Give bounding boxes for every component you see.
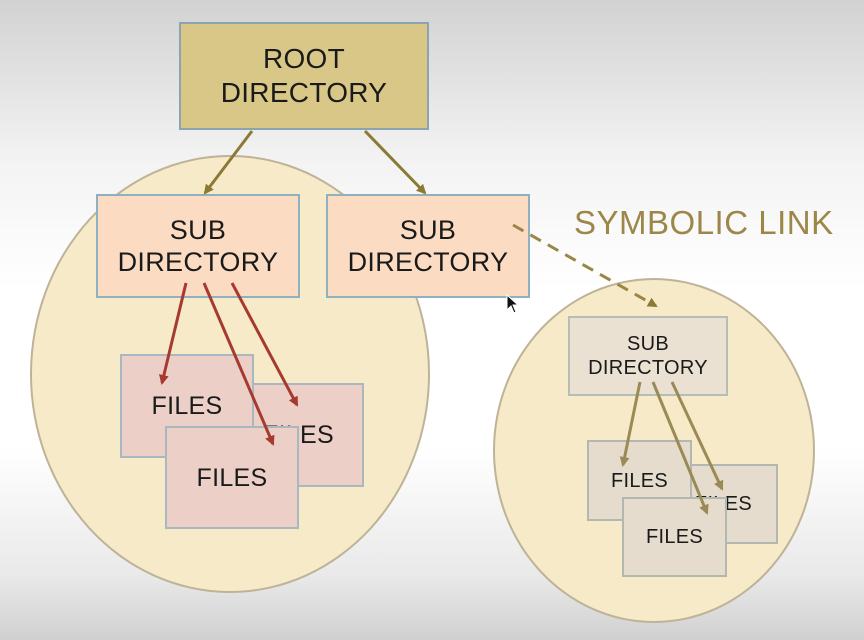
linked-sub-directory-box: SUB DIRECTORY [568,316,728,396]
right-files-front: FILES [622,497,727,577]
arrow-linked-sub-to-files-back [670,381,724,491]
left-files-mid-label: FILES [151,392,223,420]
arrow-sub-left-to-files-mid [159,282,188,385]
right-files-front-label: FILES [645,526,704,548]
arrow-linked-sub-to-files-mid [619,381,642,467]
arrow-root-to-sub-right [363,129,427,195]
sub-right-label-line2: DIRECTORY [347,247,509,277]
arrow-sub-left-to-files-front [202,282,275,446]
arrow-sub-left-to-files-back [230,282,299,407]
sub-left-label-line2: DIRECTORY [117,247,279,277]
arrow-root-to-sub-left [203,130,254,195]
sub-directory-left-box: SUB DIRECTORY [96,194,300,298]
root-directory-box: ROOT DIRECTORY [179,22,429,130]
symbolic-link-label: SYMBOLIC LINK [574,204,834,241]
right-files-mid-label: FILES [610,469,669,492]
root-label-line1: ROOT [262,43,346,75]
sub-right-label-line1: SUB [399,214,457,245]
mouse-pointer-icon [506,294,520,314]
left-files-front: FILES [165,426,299,529]
linked-sub-label-line2: DIRECTORY [588,357,708,379]
arrow-symbolic-link [512,223,658,308]
left-files-front-label: FILES [196,463,268,492]
linked-sub-label-line1: SUB [626,333,669,355]
sub-directory-right-box: SUB DIRECTORY [326,194,530,298]
arrow-linked-sub-to-files-front [651,381,709,515]
sub-left-label-line1: SUB [169,214,227,245]
root-label-line2: DIRECTORY [220,77,388,108]
